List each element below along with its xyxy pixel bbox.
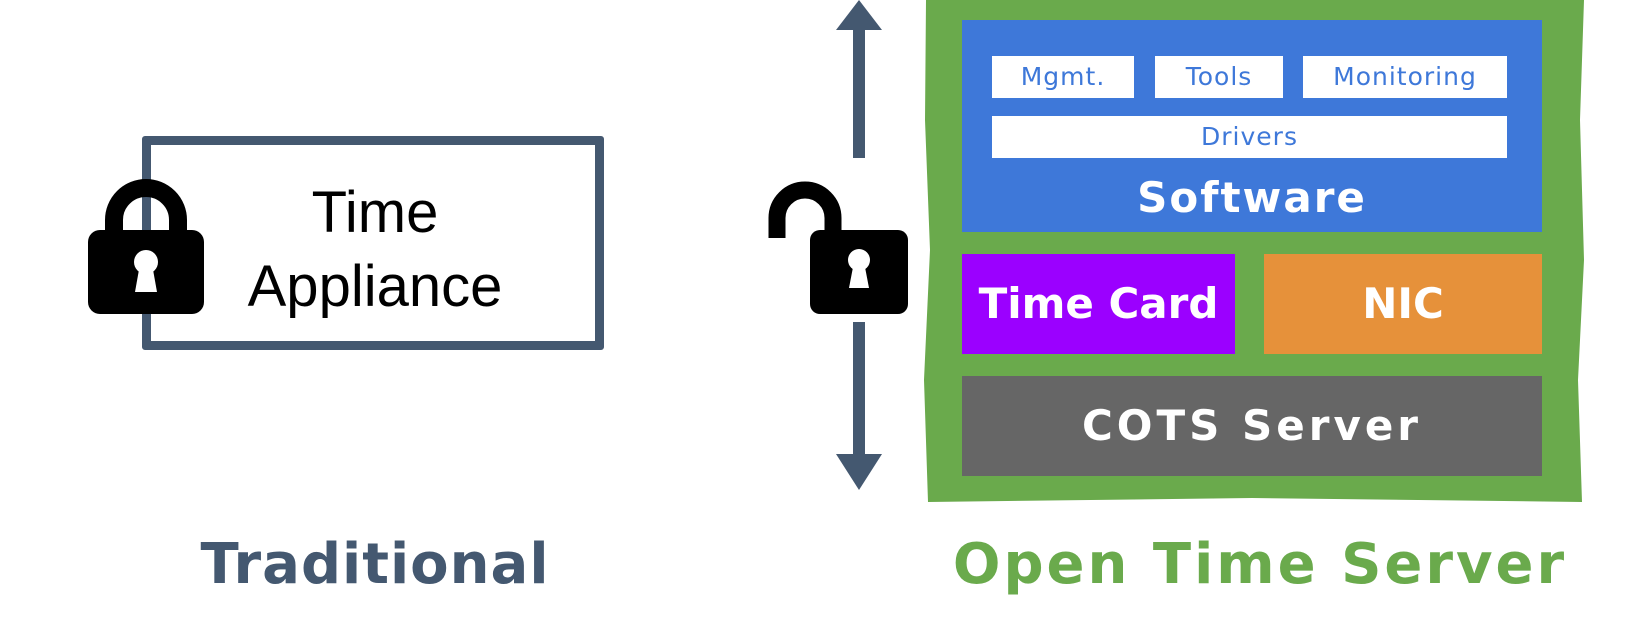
drivers-chip: Drivers bbox=[992, 116, 1507, 158]
software-label: Software bbox=[1137, 173, 1367, 222]
time-appliance-label: Time Appliance bbox=[190, 176, 560, 324]
double-arrow-vertical-icon bbox=[836, 0, 882, 490]
monitoring-chip: Monitoring bbox=[1303, 56, 1507, 98]
mgmt-chip: Mgmt. bbox=[992, 56, 1134, 98]
time-appliance-line-2: Appliance bbox=[247, 254, 503, 319]
software-layer: Mgmt. Tools Monitoring Drivers Software bbox=[962, 20, 1542, 232]
cots-server-block: COTS Server bbox=[962, 376, 1542, 476]
nic-block: NIC bbox=[1264, 254, 1542, 354]
open-time-server-caption: Open Time Server bbox=[952, 532, 1568, 597]
time-card-block: Time Card bbox=[962, 254, 1235, 354]
tools-chip: Tools bbox=[1155, 56, 1283, 98]
lock-open-icon bbox=[768, 181, 908, 314]
time-appliance-line-1: Time bbox=[311, 180, 439, 245]
lock-closed-icon bbox=[88, 179, 204, 314]
traditional-caption: Traditional bbox=[200, 532, 550, 597]
